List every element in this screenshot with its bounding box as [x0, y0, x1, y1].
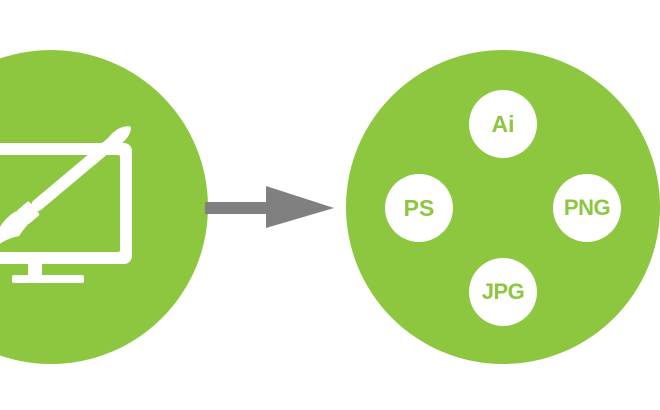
arrow-right-icon: [205, 186, 334, 228]
monitor-with-paintbrush-icon: [0, 126, 132, 283]
format-badge-png: PNG: [553, 174, 621, 242]
format-label: PS: [403, 194, 435, 221]
format-badge-ps: PS: [385, 174, 453, 242]
format-badge-ai: Ai: [469, 90, 537, 158]
format-badge-jpg: JPG: [469, 258, 537, 326]
format-label: PNG: [563, 195, 611, 220]
format-label: Ai: [491, 110, 515, 137]
format-label: JPG: [481, 279, 525, 304]
